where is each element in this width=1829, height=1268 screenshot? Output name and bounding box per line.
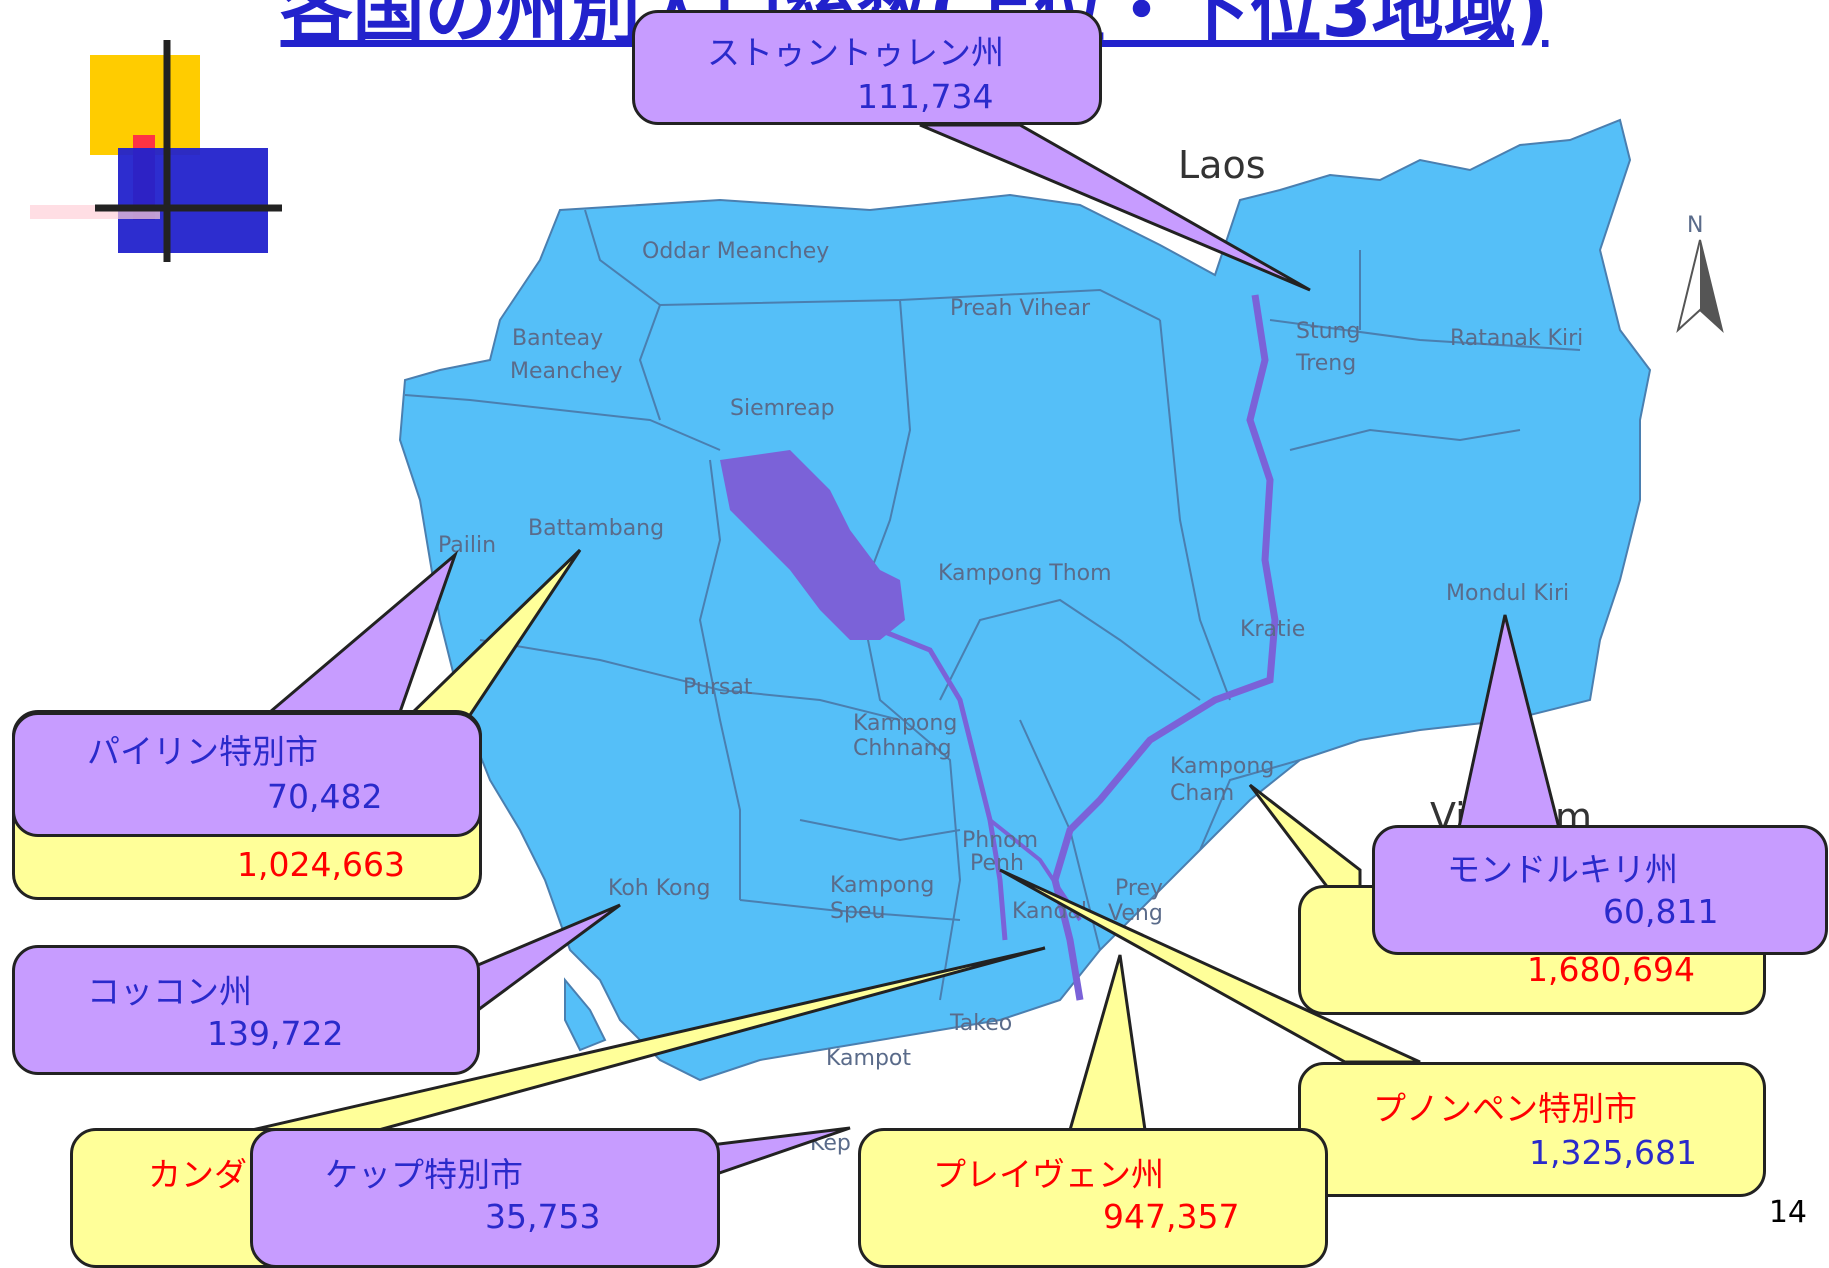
callout-name: カンダ	[148, 1155, 247, 1194]
tonle-sap-river	[879, 627, 1008, 941]
callout-name: プレイヴェン州	[933, 1155, 1164, 1194]
map-label-koh-kong: Koh Kong	[608, 876, 710, 901]
callout-name: プノンペン特別市	[1373, 1089, 1637, 1128]
callout-value: 139,722	[207, 1014, 344, 1053]
callout-value: 70,482	[267, 777, 383, 816]
map-label-oddar-meanchey: Oddar Meanchey	[642, 239, 829, 264]
cambodia-landmass	[398, 118, 1652, 1082]
map-label-veng: Veng	[1108, 901, 1163, 926]
map-label-pursat: Pursat	[683, 675, 753, 700]
map-label-kampong-thom: Kampong Thom	[938, 561, 1112, 586]
callout-value: 947,357	[1103, 1197, 1240, 1236]
map-label-stung: Stung	[1296, 319, 1360, 344]
mekong-river	[1051, 294, 1279, 1001]
map-label-meanchey: Meanchey	[510, 359, 623, 384]
map-label-kampong-speu-1: Kampong	[830, 873, 934, 898]
map-label-prey: Prey	[1115, 876, 1163, 901]
map-label-penh: Penh	[970, 851, 1024, 876]
callout-name: ストゥントゥレン州	[707, 33, 1004, 72]
callout-name: コッコン州	[87, 972, 252, 1011]
callout-value: 35,753	[485, 1197, 601, 1236]
callout-value: 1,325,681	[1529, 1133, 1697, 1172]
pointer-stung-treng	[919, 123, 1311, 292]
map-label-treng: Treng	[1295, 351, 1356, 376]
map-label-banteay: Banteay	[512, 326, 603, 351]
callout-prey-veng: プレイヴェン州 947,357	[858, 1128, 1328, 1268]
map-label-takeo: Takeo	[949, 1011, 1012, 1036]
north-arrow-shade	[1700, 240, 1722, 330]
map-label-kampong-cham-2: Cham	[1170, 781, 1234, 806]
map-label-pailin: Pailin	[438, 533, 496, 558]
tonle-sap-lake	[720, 450, 905, 640]
pointer-prey-veng	[1068, 954, 1147, 1132]
callout-value: 1,024,663	[237, 845, 405, 884]
map-label-kampong-cham-1: Kampong	[1170, 754, 1274, 779]
island	[564, 977, 607, 1052]
callout-phnom-penh: プノンペン特別市 1,325,681	[1298, 1062, 1766, 1197]
page-number: 14	[1768, 1195, 1807, 1230]
callout-value: 1,680,694	[1527, 950, 1695, 989]
map-label-phnom: Phnom	[962, 828, 1038, 853]
callout-name: ケップ特別市	[325, 1155, 523, 1194]
callout-mondul-kiri: モンドルキリ州 60,811	[1372, 825, 1828, 955]
north-label: N	[1687, 213, 1703, 238]
map-label-kampong-chhnang-2: Chhnang	[853, 736, 952, 761]
map-label-kampot: Kampot	[826, 1046, 911, 1071]
map-label-ratanak-kiri: Ratanak Kiri	[1450, 326, 1583, 351]
map-label-mondul-kiri: Mondul Kiri	[1446, 581, 1569, 606]
slide-logo	[30, 40, 282, 262]
map-label-kampong-chhnang-1: Kampong	[853, 711, 957, 736]
callout-name: モンドルキリ州	[1447, 850, 1678, 889]
map-label-battambang: Battambang	[528, 516, 664, 541]
map-label-siemreap: Siemreap	[730, 396, 835, 421]
callout-value: 60,811	[1603, 892, 1719, 931]
map-label-laos: Laos	[1178, 143, 1266, 187]
callout-value: 111,734	[857, 77, 994, 116]
callout-koh-kong: コッコン州 139,722	[12, 945, 480, 1075]
map-label-preah-vihear: Preah Vihear	[950, 296, 1091, 321]
callout-stung-treng: ストゥントゥレン州 111,734	[632, 10, 1102, 125]
callout-name: パイリン特別市	[87, 732, 318, 771]
pointer-pailin	[265, 550, 459, 714]
map-label-kratie: Kratie	[1240, 617, 1305, 642]
callout-kep: ケップ特別市 35,753	[250, 1128, 720, 1268]
callout-pailin: パイリン特別市 70,482	[12, 712, 482, 837]
map-label-kampong-speu-2: Speu	[830, 899, 885, 924]
